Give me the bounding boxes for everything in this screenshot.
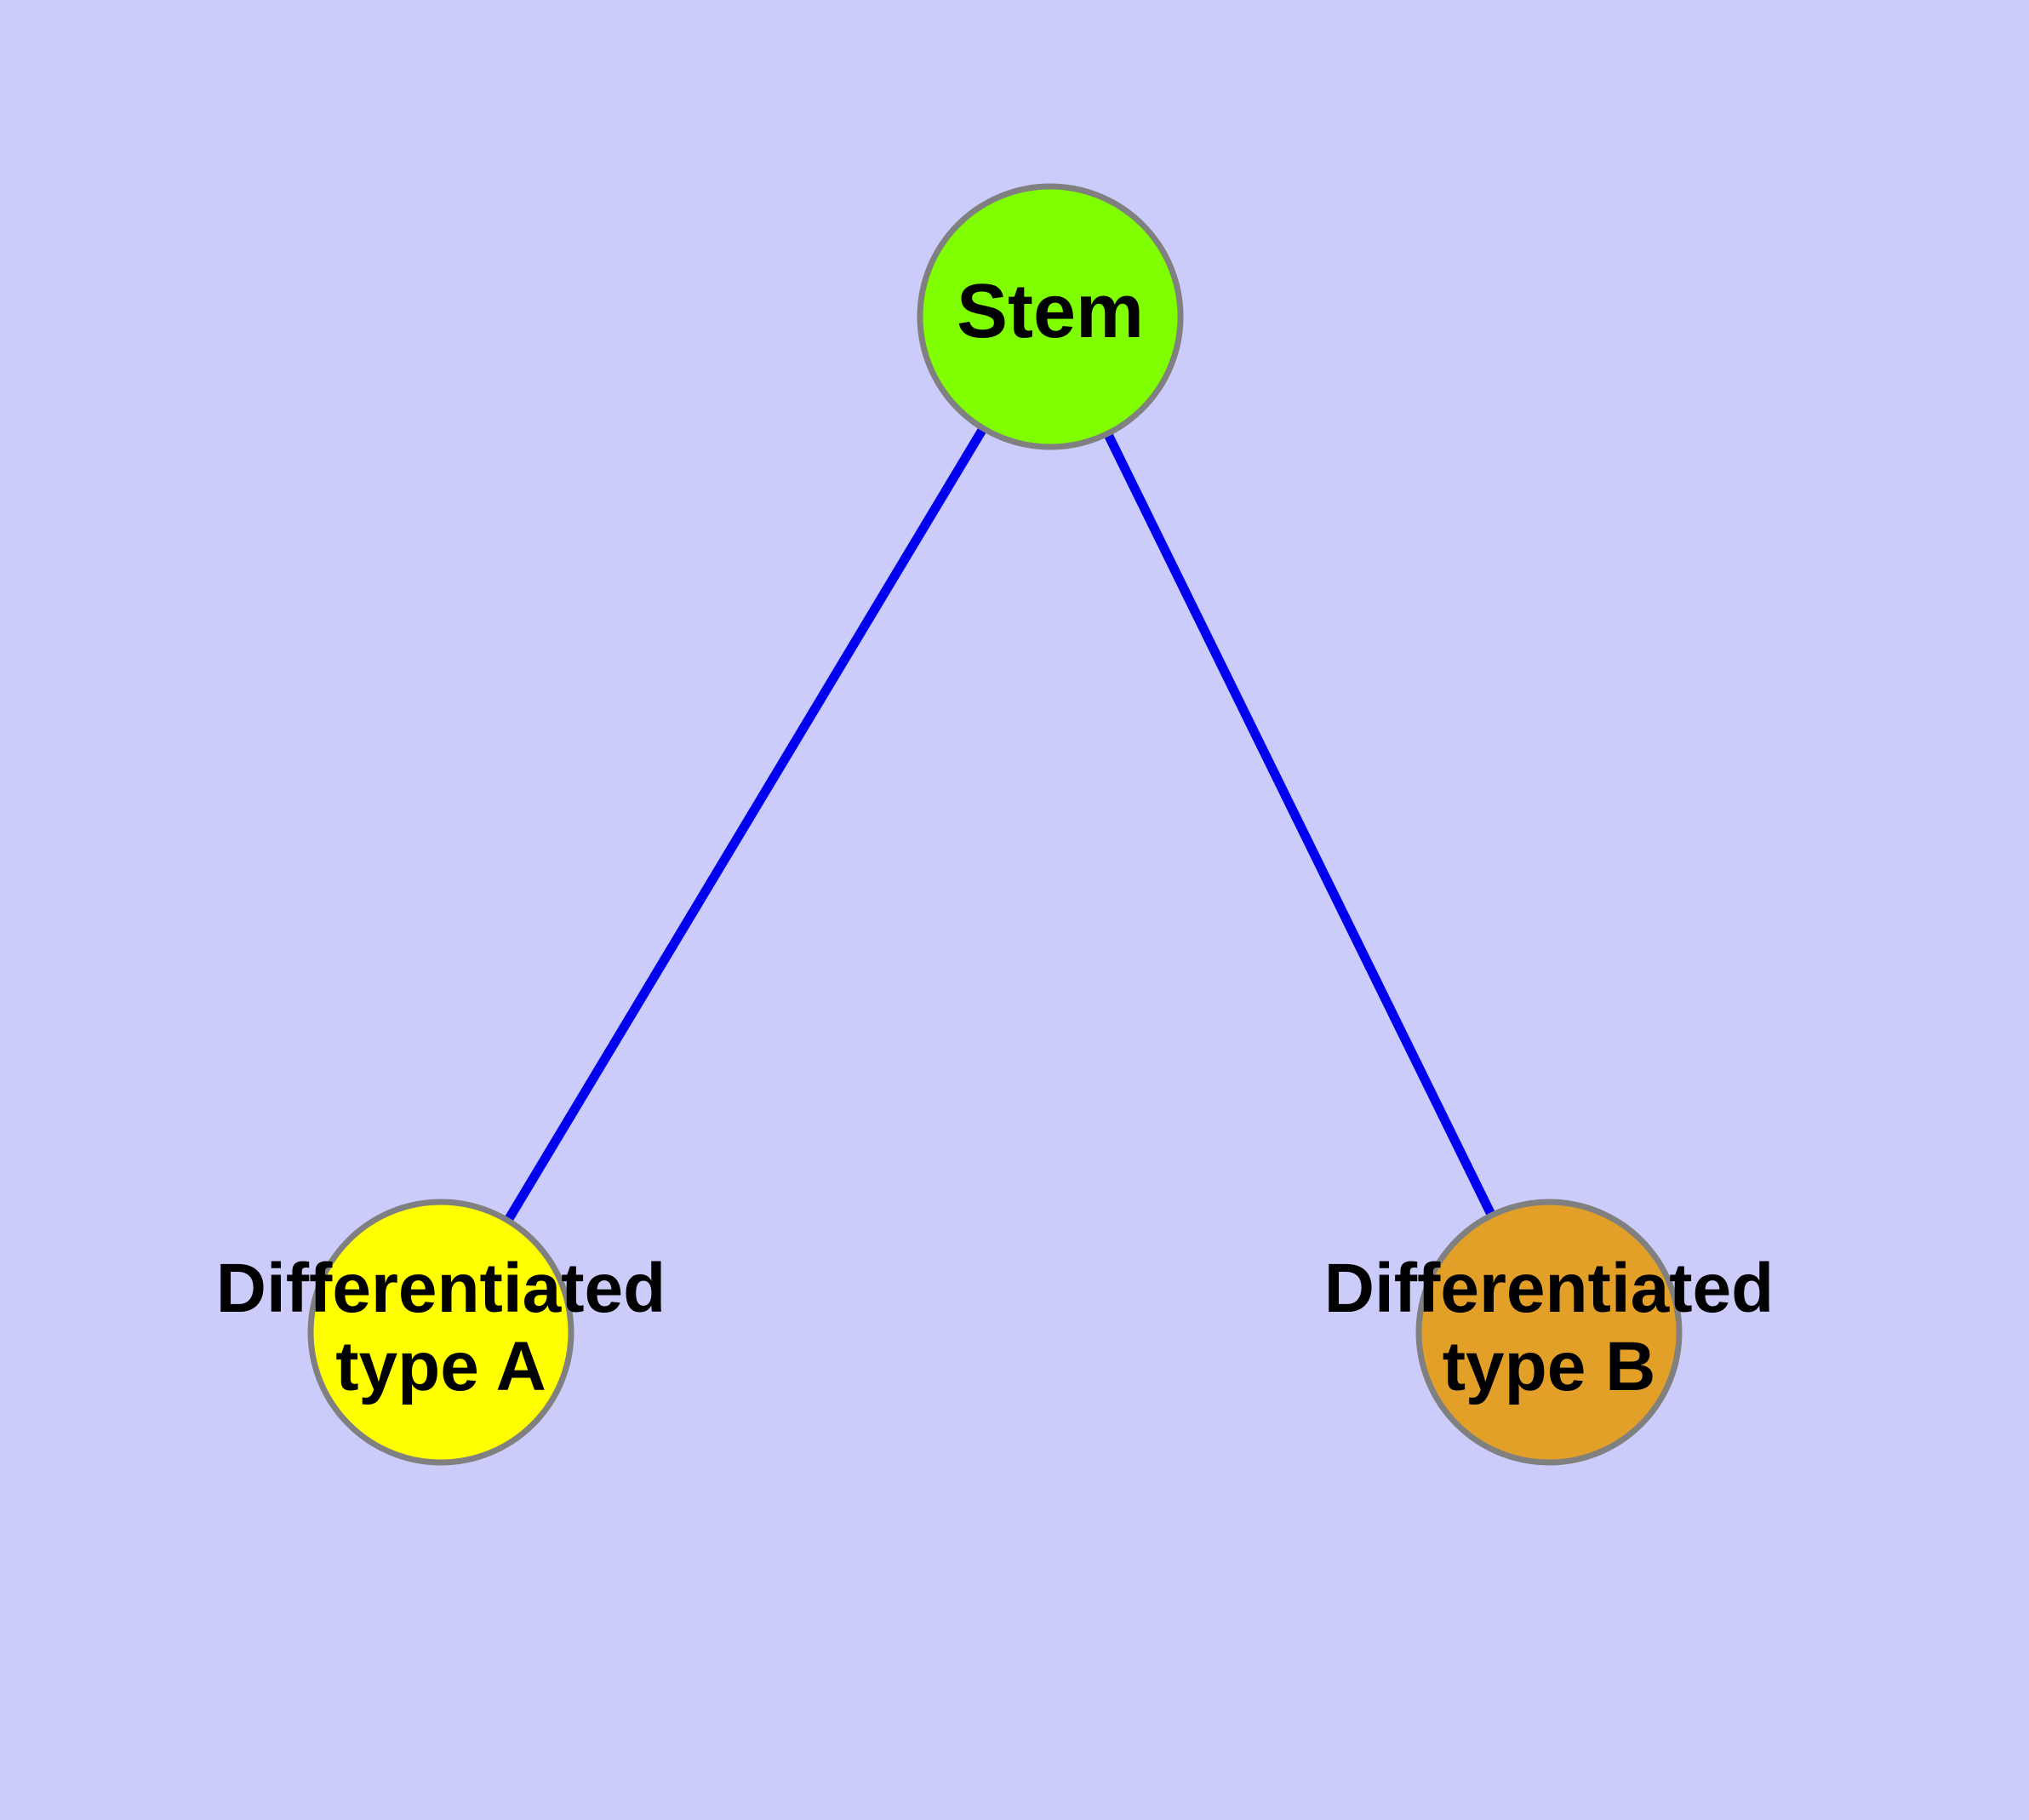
edges-group [437, 314, 1553, 1335]
edge-stem-to-differentiated-type-b[interactable] [1046, 314, 1553, 1335]
node-label-line: type A [335, 1328, 546, 1405]
node-label-stem: Stem [957, 269, 1144, 354]
node-label-line: Differentiated [216, 1250, 666, 1327]
nodes-group [307, 183, 1683, 1466]
node-differentiated-type-b[interactable] [1415, 1199, 1683, 1466]
node-label-line: Stem [957, 269, 1144, 354]
edge-stem-to-differentiated-type-a[interactable] [437, 314, 1055, 1335]
node-differentiated-type-a[interactable] [307, 1199, 574, 1466]
node-label-line: Differentiated [1324, 1250, 1775, 1327]
node-label-line: type B [1443, 1328, 1656, 1405]
node-stem[interactable] [917, 183, 1184, 450]
